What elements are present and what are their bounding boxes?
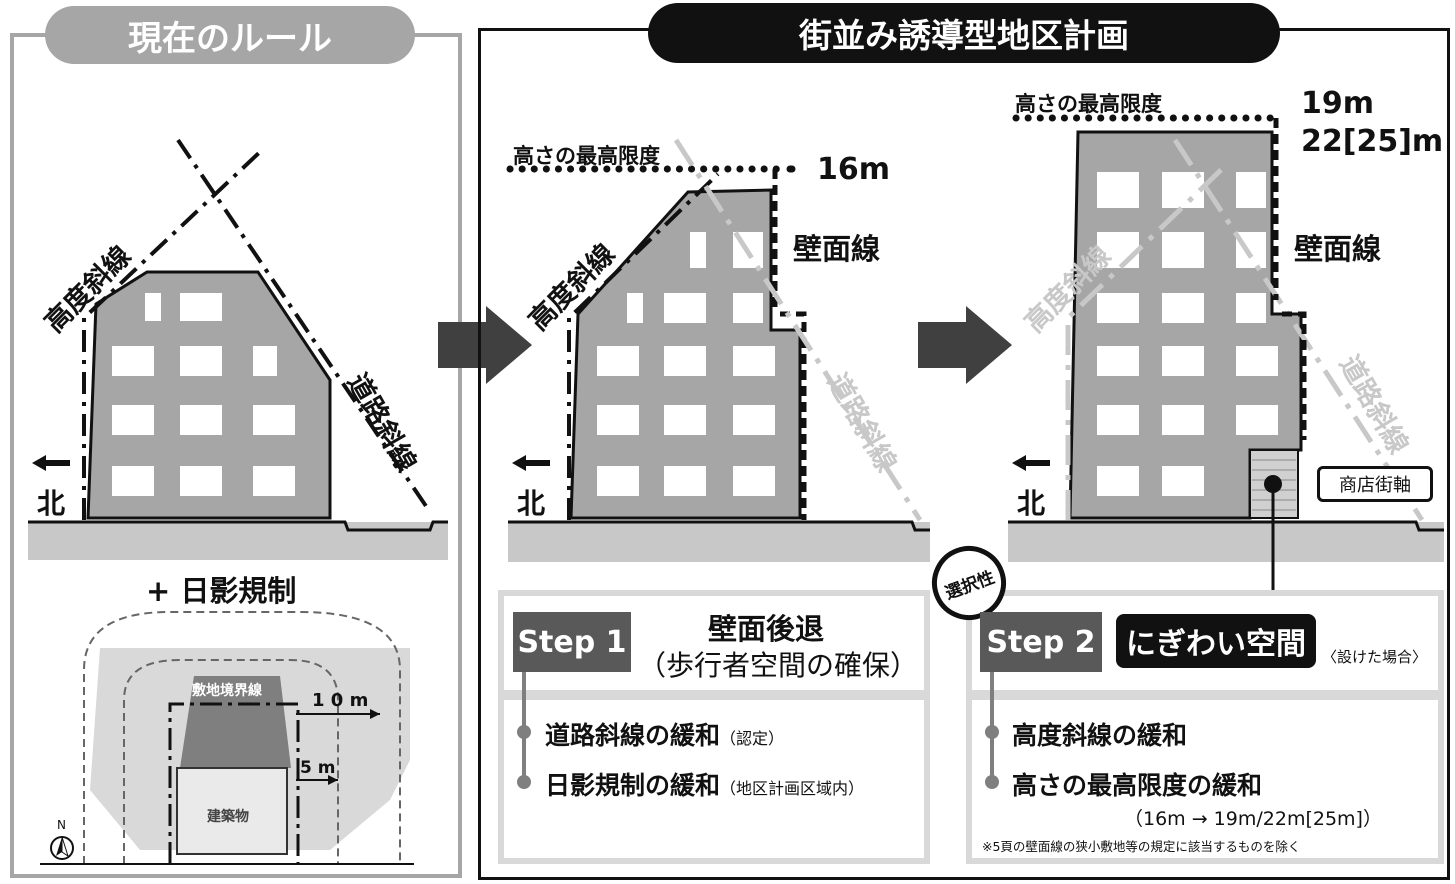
step1-item-2: 日影規制の緩和（地区計画区域内） (545, 771, 865, 800)
shop-street-axis-label: 商店街軸 (1317, 466, 1433, 502)
compass-n-label: N (57, 818, 66, 832)
step2-title: にぎわい空間 (1116, 614, 1316, 668)
step2-divider (966, 690, 1444, 700)
step1-title: 壁面後退 (708, 612, 825, 646)
kodo-slope-line (82, 148, 264, 520)
step1-divider (498, 690, 930, 700)
step1-max-height-label: 高さの最高限度 (513, 144, 660, 168)
step1-connector (517, 672, 531, 789)
step2-badge: Step 2 (980, 612, 1102, 672)
north-label: 北 (37, 487, 66, 520)
district-plan-title: 街並み誘導型地区計画 (648, 3, 1280, 63)
arrow-to-step1 (438, 306, 532, 384)
current-rules-title: 現在のルール (45, 6, 415, 64)
building-label: 建築物 (207, 809, 249, 825)
site-boundary-label: 敷地境界線 (192, 683, 262, 699)
step2-title-note: 〈設けた場合〉 (1322, 648, 1428, 666)
step2-max-height-label: 高さの最高限度 (1015, 92, 1162, 116)
step1-subtitle: （歩行者空間の確保） (638, 649, 919, 682)
step1-badge: Step 1 (513, 612, 631, 672)
step2-item-1: 高度斜線の緩和 (1012, 721, 1188, 750)
distance-5m-label: 5 m (300, 758, 336, 778)
step1-height-value: 16m (817, 152, 891, 187)
step2-range: （16m → 19m/22m[25m]） (1124, 808, 1382, 830)
step1-item-1: 道路斜線の緩和（認定） (545, 721, 785, 750)
arrow-to-step2 (918, 306, 1012, 384)
step2-connector (985, 672, 999, 789)
step1-wall-label: 壁面線 (793, 232, 881, 266)
step2-height-value-1: 19m (1301, 86, 1375, 121)
current-rules-diagram (28, 138, 448, 865)
step2-north-label: 北 (1017, 487, 1046, 520)
step2-item-2: 高さの最高限度の緩和 (1012, 771, 1263, 800)
step2-footnote: ※5頁の壁面線の狭小敷地等の規定に該当するものを除く (982, 839, 1301, 854)
nichiei-label: + 日影規制 (146, 574, 297, 608)
step2-wall-label: 壁面線 (1294, 232, 1382, 266)
step2-height-value-2: 22[25]m (1301, 124, 1444, 159)
distance-10m-label: 1 0 m (312, 690, 369, 711)
step1-north-label: 北 (517, 487, 546, 520)
doro-slope-line (176, 138, 432, 514)
